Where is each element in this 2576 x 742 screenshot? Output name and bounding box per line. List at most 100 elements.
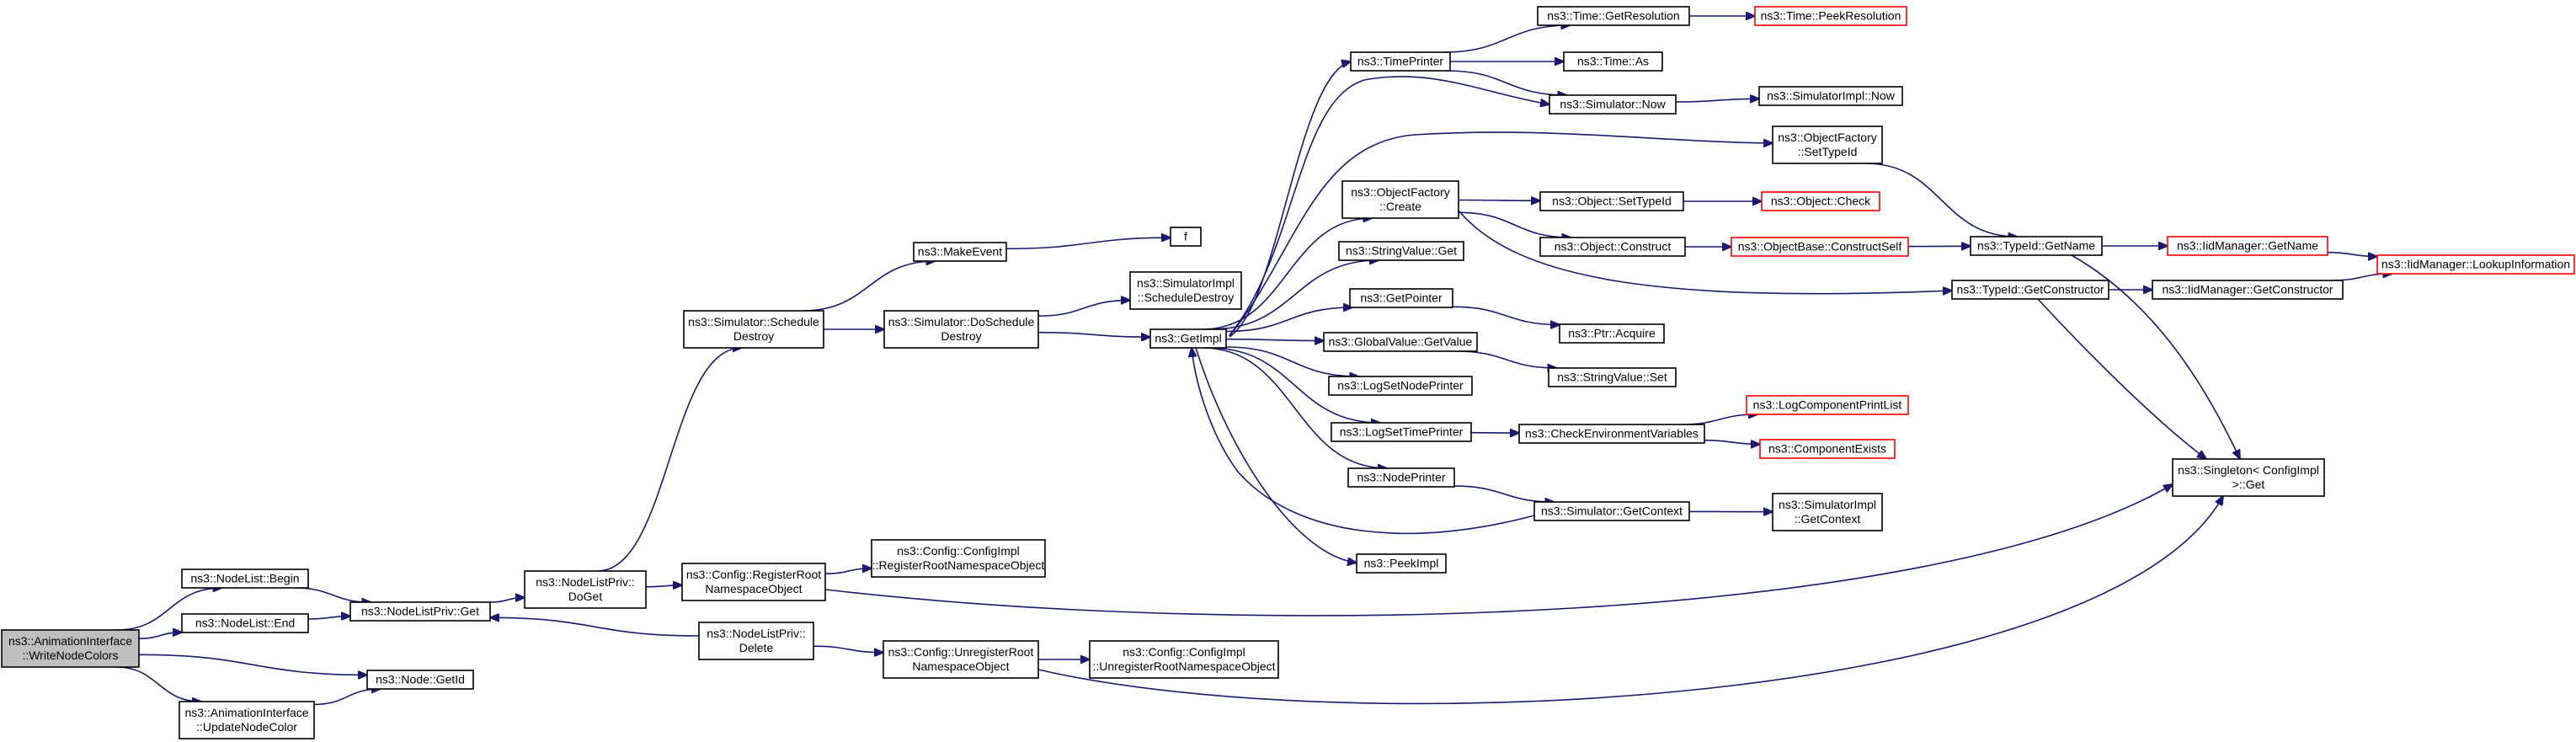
node-sim-getctx[interactable]: ns3::Simulator::GetContext — [1533, 501, 1690, 521]
node-node-getid[interactable]: ns3::Node::GetId — [366, 670, 474, 690]
call-edge-cfg_reg-to-cfgimpl_reg — [824, 569, 872, 574]
call-edge-getimpl-to-nodeprinter — [1202, 347, 1387, 468]
node-box — [1356, 553, 1447, 574]
call-edge-sim_getctx-to-getimpl — [1192, 348, 1535, 535]
node-obj-construct[interactable]: ns3::Object::Construct — [1539, 237, 1686, 257]
node-time-as[interactable]: ns3::Time::As — [1563, 51, 1663, 72]
node-strval-get[interactable]: ns3::StringValue::Get — [1338, 241, 1464, 261]
node-label: ns3::NodeListPriv::Get — [361, 605, 479, 618]
node-box — [698, 622, 814, 660]
node-box — [683, 310, 824, 349]
node-check-env[interactable]: ns3::CheckEnvironmentVariables — [1518, 424, 1705, 444]
node-gv-getvalue[interactable]: ns3::GlobalValue::GetValue — [1323, 332, 1478, 352]
node-label: Destroy — [733, 329, 774, 343]
node-box — [1731, 237, 1909, 257]
node-box — [2172, 458, 2325, 497]
node-nlp-doget[interactable]: ns3::NodeListPriv::DoGet — [524, 570, 647, 609]
node-comp-exists[interactable]: ns3::ComponentExists — [1759, 439, 1896, 459]
node-label: ns3::NodeListPriv:: — [536, 575, 635, 589]
node-f[interactable]: f — [1170, 227, 1202, 247]
node-sim-sched[interactable]: ns3::Simulator::ScheduleDestroy — [683, 310, 824, 349]
node-box — [1539, 237, 1686, 257]
call-edge-getimpl-to-time_printer — [1229, 61, 1351, 338]
node-singleton-get[interactable]: ns3::Singleton< ConfigImpl >::Get — [2172, 458, 2325, 497]
node-simimpl-getctx[interactable]: ns3::SimulatorImpl::GetContext — [1772, 493, 1883, 531]
node-obj-settypeid[interactable]: ns3::Object::SetTypeId — [1539, 191, 1684, 211]
node-objbase-cs[interactable]: ns3::ObjectBase::ConstructSelf — [1731, 237, 1909, 257]
call-edge-of_settypeid-to-typeid_getname — [1865, 163, 2018, 237]
node-box — [883, 640, 1039, 679]
node-label: Destroy — [941, 329, 981, 343]
node-iid-getctor[interactable]: ns3::IidManager::GetConstructor — [2152, 280, 2344, 300]
node-getimpl[interactable]: ns3::GetImpl — [1149, 328, 1227, 349]
node-objfact-create[interactable]: ns3::ObjectFactory::Create — [1341, 180, 1459, 219]
node-box — [1549, 94, 1677, 115]
call-edge-getimpl-to-logsettime — [1209, 347, 1380, 423]
node-box — [1347, 467, 1455, 488]
call-edge-nlp_delete-to-nlp_get — [490, 617, 700, 637]
node-nl-begin[interactable]: ns3::NodeList::Begin — [181, 569, 309, 589]
node-nlp-get[interactable]: ns3::NodeListPriv::Get — [349, 601, 491, 622]
nodes-layer: ns3::AnimationInterface::WriteNodeColors… — [1, 6, 2575, 739]
node-label: ns3::IidManager::LookupInformation — [2381, 258, 2570, 271]
node-label: ns3::MakeEvent — [918, 245, 1002, 259]
node-nlp-delete[interactable]: ns3::NodeListPriv::Delete — [698, 622, 814, 660]
node-box — [1341, 180, 1459, 219]
node-label: ns3::ObjectBase::ConstructSelf — [1738, 240, 1902, 254]
node-nodeprinter[interactable]: ns3::NodePrinter — [1347, 467, 1455, 488]
node-iid-getname[interactable]: ns3::IidManager::GetName — [2167, 236, 2328, 256]
node-typeid-getname[interactable]: ns3::TypeId::GetName — [1970, 236, 2103, 256]
node-box — [1149, 328, 1227, 349]
call-edge-root-to-nl_begin — [116, 588, 222, 631]
node-box — [1970, 236, 2103, 256]
call-edge-nl_end-to-nlp_get — [307, 617, 350, 619]
node-make-event[interactable]: ns3::MakeEvent — [913, 242, 1007, 262]
node-logcomp-print[interactable]: ns3::LogComponentPrintList — [1746, 395, 1909, 415]
call-edge-time_printer-to-time_getres — [1443, 25, 1571, 53]
node-getpointer[interactable]: ns3::GetPointer — [1349, 288, 1453, 308]
node-root[interactable]: ns3::AnimationInterface::WriteNodeColors — [1, 629, 140, 668]
node-label: ns3::ObjectFactory — [1778, 131, 1877, 144]
node-logsettime[interactable]: ns3::LogSetTimePrinter — [1331, 422, 1472, 442]
node-box — [1537, 6, 1690, 26]
node-cfg-unreg[interactable]: ns3::Config::UnregisterRootNamespaceObje… — [883, 640, 1039, 679]
node-box — [883, 310, 1039, 349]
node-cfgimpl-unreg[interactable]: ns3::Config::ConfigImpl::UnregisterRootN… — [1089, 640, 1279, 679]
node-cfgimpl-reg[interactable]: ns3::Config::ConfigImpl::RegisterRootNam… — [871, 539, 1046, 578]
node-peekimpl[interactable]: ns3::PeekImpl — [1356, 553, 1447, 574]
node-box — [1548, 367, 1677, 387]
node-nl-end[interactable]: ns3::NodeList::End — [181, 613, 309, 633]
node-sim-now[interactable]: ns3::Simulator::Now — [1549, 94, 1677, 115]
node-iid-lookup[interactable]: ns3::IidManager::LookupInformation — [2376, 254, 2575, 275]
call-edge-objfact_create-to-obj_settypeid — [1458, 200, 1540, 201]
node-label: ns3::StringValue::Set — [1557, 371, 1667, 384]
node-cfg-reg[interactable]: ns3::Config::RegisterRootNamespaceObject — [681, 563, 826, 601]
call-edge-make_event-to-f — [1005, 238, 1171, 250]
node-simimpl-now[interactable]: ns3::SimulatorImpl::Now — [1758, 86, 1903, 106]
node-box — [1746, 395, 1909, 415]
node-ptr-acquire[interactable]: ns3::Ptr::Acquire — [1559, 323, 1665, 344]
node-time-printer[interactable]: ns3::TimePrinter — [1350, 51, 1451, 72]
node-label: ns3::IidManager::GetName — [2177, 239, 2318, 253]
node-anim-update[interactable]: ns3::AnimationInterface::UpdateNodeColor — [179, 701, 315, 739]
node-label: ns3::LogSetTimePrinter — [1340, 425, 1464, 439]
node-simimpl-sched[interactable]: ns3::SimulatorImpl::ScheduleDestroy — [1129, 271, 1242, 310]
node-label: ns3::NodeList::End — [195, 617, 295, 630]
node-label: NamespaceObject — [912, 659, 1009, 673]
node-time-peekres[interactable]: ns3::Time::PeekResolution — [1754, 6, 1907, 26]
call-edge-typeid_getname-to-singleton_get — [2071, 254, 2240, 459]
call-edge-nlp_doget-to-sim_sched — [597, 348, 742, 572]
node-label: ns3::CheckEnvironmentVariables — [1525, 427, 1699, 440]
node-typeid-getctor[interactable]: ns3::TypeId::GetConstructor — [1951, 280, 2109, 300]
node-label: ::ScheduleDestroy — [1138, 291, 1234, 304]
node-box — [913, 242, 1007, 262]
node-time-getres[interactable]: ns3::Time::GetResolution — [1537, 6, 1690, 26]
node-logsetnode[interactable]: ns3::LogSetNodePrinter — [1328, 376, 1473, 396]
node-strval-set[interactable]: ns3::StringValue::Set — [1548, 367, 1677, 387]
node-obj-check[interactable]: ns3::Object::Check — [1761, 191, 1880, 211]
node-box — [1559, 323, 1665, 344]
node-of-settypeid[interactable]: ns3::ObjectFactory::SetTypeId — [1772, 125, 1883, 164]
node-box — [1761, 191, 1880, 211]
call-edge-nodeprinter-to-sim_getctx — [1453, 485, 1554, 502]
